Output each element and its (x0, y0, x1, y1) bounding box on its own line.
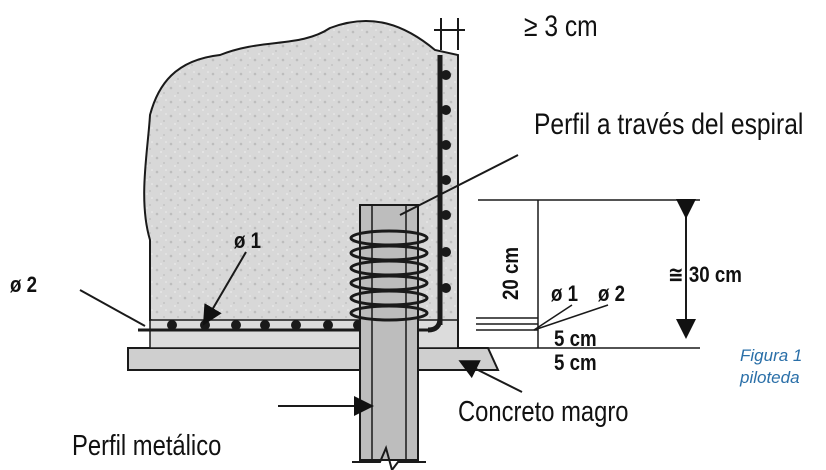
leader-spiral (399, 154, 519, 216)
spiral-profile-label: Perfil a través del espiral (534, 108, 804, 141)
bar-1-right-label: ø 1 (551, 281, 579, 306)
vertical-rebar-dots (441, 70, 451, 293)
metal-profile-label: Perfil metálico (72, 430, 222, 462)
dim-5-lower-label: 5 cm (554, 350, 597, 375)
caption-line-1: Figura 1 (740, 346, 803, 365)
break-mark (352, 444, 426, 470)
spiral (349, 229, 429, 322)
layer-leaders (476, 304, 609, 331)
cover-label: ≥ 3 cm (524, 10, 598, 43)
lean-concrete-slab (127, 347, 500, 371)
lean-concrete-label: Concreto magro (458, 396, 629, 428)
leader-bar1-top (202, 251, 247, 326)
dim-20-label: 20 cm (498, 246, 523, 300)
cover-dimension (434, 18, 465, 50)
bar-2-right-label: ø 2 (598, 281, 626, 306)
dim-30-label: ≅ 30 cm (668, 262, 742, 287)
caption-line-2: piloteda (740, 368, 800, 387)
leader-lean-concrete (458, 360, 523, 393)
dim-5-upper-label: 5 cm (554, 326, 597, 351)
bar-2-left-label: ø 2 (10, 272, 38, 297)
leader-bar2-left (79, 289, 146, 327)
bar-1-top-label: ø 1 (234, 228, 262, 253)
